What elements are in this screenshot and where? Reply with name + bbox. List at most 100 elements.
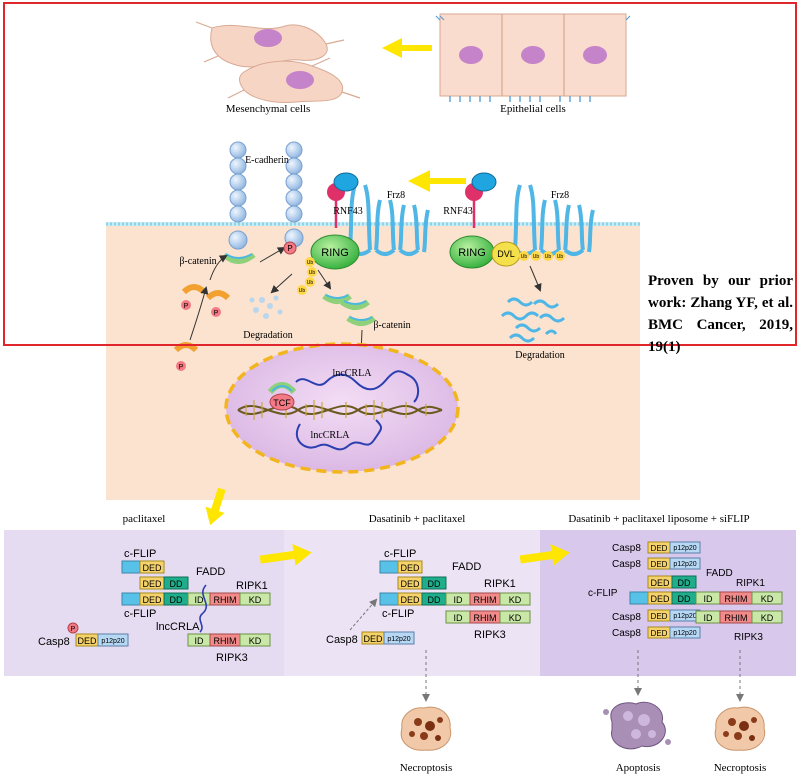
svg-text:DED: DED xyxy=(400,563,420,573)
degradation-left-label: Degradation xyxy=(243,330,292,341)
svg-text:KD: KD xyxy=(249,636,262,646)
degradation-right-fragments xyxy=(500,297,566,343)
prior-work-frame xyxy=(3,2,797,346)
svg-text:P: P xyxy=(287,244,292,253)
svg-text:RIPK1: RIPK1 xyxy=(484,578,516,590)
svg-text:p12p20: p12p20 xyxy=(673,613,696,620)
emt-arrow xyxy=(382,38,432,58)
svg-text:ID: ID xyxy=(195,595,205,605)
svg-text:ID: ID xyxy=(454,613,464,623)
ring-left xyxy=(310,234,360,270)
degradation-left-fragments xyxy=(249,273,293,319)
phospho-site-membrane: P xyxy=(283,241,297,255)
svg-text:DED: DED xyxy=(651,560,668,569)
svg-text:Ub: Ub xyxy=(307,280,314,286)
ubiquitin-chain-right: Ub Ub Ub Ub xyxy=(519,251,565,292)
e-cadherin-right xyxy=(284,141,304,248)
necroptosis-label-2: Necroptosis xyxy=(714,762,767,774)
ring-left-label: RING xyxy=(321,247,349,259)
svg-text:Ub: Ub xyxy=(299,288,306,294)
rnf43-left-label: RNF43 xyxy=(333,206,362,217)
svg-text:c-FLIP: c-FLIP xyxy=(124,608,156,620)
svg-text:RIPK1: RIPK1 xyxy=(736,578,765,589)
svg-text:P: P xyxy=(214,310,219,317)
necroptosis-cell-2 xyxy=(714,706,766,751)
svg-text:RHIM: RHIM xyxy=(474,595,497,605)
svg-text:p12p20: p12p20 xyxy=(387,636,410,643)
svg-text:DD: DD xyxy=(428,579,441,589)
svg-text:DD: DD xyxy=(678,578,691,588)
svg-text:c-FLIP: c-FLIP xyxy=(124,548,156,560)
frz8-left-label: Frz8 xyxy=(387,190,405,201)
cell-to-panel-arrow xyxy=(205,487,226,526)
necroptosis-label-1: Necroptosis xyxy=(400,762,453,774)
arrow-to-phospho xyxy=(259,246,286,263)
svg-text:Ub: Ub xyxy=(521,254,528,260)
svg-text:DED: DED xyxy=(650,578,670,588)
mesenchymal-cells-illustration xyxy=(195,21,361,103)
svg-text:TCF: TCF xyxy=(273,398,291,408)
ring-right-label: RING xyxy=(458,247,486,259)
apoptosis-label: Apoptosis xyxy=(616,762,661,774)
svg-text:Casp8: Casp8 xyxy=(38,636,70,648)
svg-text:DED: DED xyxy=(651,629,668,638)
e-cadherin-left xyxy=(228,141,248,250)
svg-text:Casp8: Casp8 xyxy=(612,559,641,570)
free-beta-catenin xyxy=(317,269,376,380)
epithelial-label: Epithelial cells xyxy=(500,103,566,115)
svg-text:c-FLIP: c-FLIP xyxy=(382,608,414,620)
svg-text:c-FLIP: c-FLIP xyxy=(588,588,618,599)
svg-text:P: P xyxy=(179,364,184,371)
panel2-necrosome: c-FLIP DED FADD DED DD RIPK1 DED DD ID R… xyxy=(326,548,531,646)
svg-text:Casp8: Casp8 xyxy=(612,612,641,623)
svg-text:RIPK3: RIPK3 xyxy=(734,632,763,643)
svg-text:DD: DD xyxy=(170,595,183,605)
epithelial-cells-illustration xyxy=(435,13,631,102)
svg-text:Ub: Ub xyxy=(309,270,316,276)
svg-text:p12p20: p12p20 xyxy=(673,545,696,552)
lnccrla-rna-top xyxy=(295,370,420,403)
dvl-label: DVL xyxy=(497,249,515,259)
svg-text:DED: DED xyxy=(650,594,670,604)
svg-text:KD: KD xyxy=(249,595,262,605)
svg-text:FADD: FADD xyxy=(706,568,733,579)
rnf43-right xyxy=(465,172,497,228)
svg-text:DED: DED xyxy=(142,579,162,589)
svg-text:RHIM: RHIM xyxy=(214,636,237,646)
frz8-transition-arrow xyxy=(408,170,466,192)
e-cadherin-label: E-cadherin xyxy=(245,155,289,166)
svg-text:DD: DD xyxy=(678,594,691,604)
svg-text:Ub: Ub xyxy=(307,260,314,266)
lnccrla-bottom-label: lncCRLA xyxy=(311,430,351,441)
svg-text:Casp8: Casp8 xyxy=(612,628,641,639)
degradation-right-label: Degradation xyxy=(515,350,564,361)
svg-text:ID: ID xyxy=(195,636,205,646)
svg-text:DED: DED xyxy=(363,634,383,644)
rnf43-right-label: RNF43 xyxy=(443,206,472,217)
svg-text:DD: DD xyxy=(170,579,183,589)
svg-text:FADD: FADD xyxy=(452,561,481,573)
panel3-title: Dasatinib + paclitaxel liposome + siFLIP xyxy=(568,513,749,525)
beta-catenin-mid-label: β-catenin xyxy=(373,320,410,331)
apoptosis-cell xyxy=(603,701,671,750)
svg-text:P: P xyxy=(71,626,76,633)
tcf-complex: TCF xyxy=(267,382,297,411)
svg-text:RHIM: RHIM xyxy=(214,595,237,605)
svg-text:RIPK3: RIPK3 xyxy=(474,629,506,641)
svg-text:Casp8: Casp8 xyxy=(326,634,358,646)
svg-text:RIPK3: RIPK3 xyxy=(216,652,248,664)
mesenchymal-label: Mesenchymal cells xyxy=(226,103,311,115)
svg-text:DED: DED xyxy=(400,579,420,589)
cell-membrane xyxy=(106,222,640,226)
panel1-title: paclitaxel xyxy=(123,513,166,525)
svg-text:P: P xyxy=(184,303,189,310)
panel2-title: Dasatinib + paclitaxel xyxy=(369,513,466,525)
svg-text:p12p20: p12p20 xyxy=(101,638,124,645)
svg-text:c-FLIP: c-FLIP xyxy=(384,548,416,560)
svg-text:Ub: Ub xyxy=(557,254,564,260)
ubiquitin-chain-left: Ub Ub Ub Ub xyxy=(297,257,317,295)
svg-text:lncCRLA: lncCRLA xyxy=(156,621,200,633)
svg-text:FADD: FADD xyxy=(196,566,225,578)
